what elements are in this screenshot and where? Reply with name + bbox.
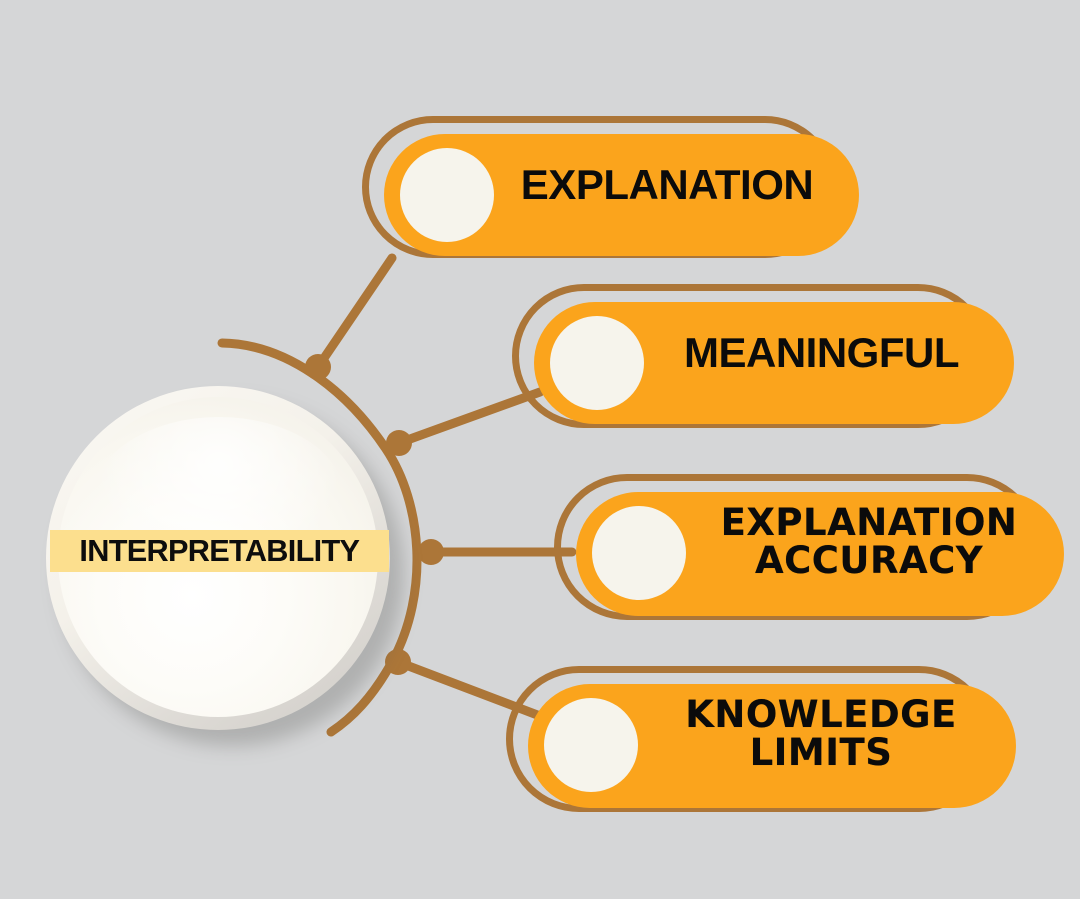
branch-explanation-accuracy[interactable]: EXPLANATION ACCURACY: [554, 474, 1074, 634]
hub-label-band: INTERPRETABILITY: [50, 530, 389, 572]
branch-label-explanation: EXPLANATION: [520, 161, 814, 208]
circle-bullet-icon: [544, 698, 638, 792]
circle-bullet-icon: [550, 316, 644, 410]
arc-node-1[interactable]: [305, 354, 331, 380]
branch-label-meaningful: MEANINGFUL: [684, 329, 959, 376]
branch-explanation[interactable]: EXPLANATION: [362, 116, 862, 272]
circle-bullet-icon: [592, 506, 686, 600]
circle-bullet-icon: [400, 148, 494, 242]
spoke-explanation: [313, 253, 397, 372]
branch-label-knowledge-limits: KNOWLEDGE LIMITS: [685, 693, 957, 774]
arc-node-3[interactable]: [418, 539, 444, 565]
branch-knowledge-limits[interactable]: KNOWLEDGE LIMITS: [506, 666, 1026, 826]
branch-meaningful[interactable]: MEANINGFUL: [512, 284, 1022, 442]
hub-label-text: INTERPRETABILITY: [79, 533, 361, 568]
branch-label-explanation-accuracy: EXPLANATION ACCURACY: [720, 501, 1018, 582]
central-hub[interactable]: INTERPRETABILITY: [46, 386, 404, 746]
